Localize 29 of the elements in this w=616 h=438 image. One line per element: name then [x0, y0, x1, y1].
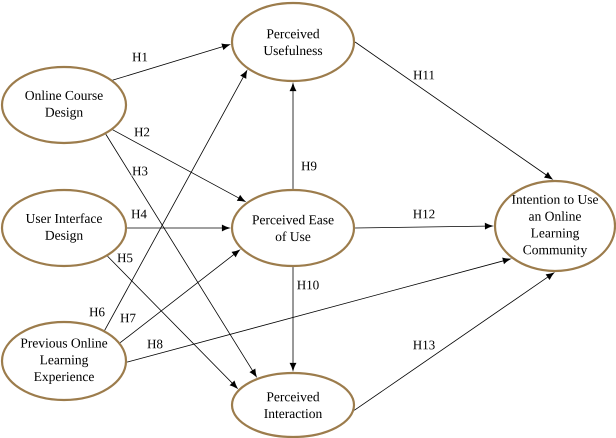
- edge-label: H12: [412, 209, 436, 219]
- arrow: [290, 266, 296, 371]
- ellipse-node: Online Course Design: [0, 66, 128, 144]
- edge-label: H2: [133, 127, 151, 137]
- ellipse-node: Perceived Usefulness: [230, 2, 356, 82]
- arrow: [104, 70, 248, 331]
- edge-label: H11: [412, 70, 436, 80]
- arrow: [107, 256, 238, 389]
- arrow: [126, 258, 511, 362]
- edge-label: H10: [296, 280, 320, 290]
- arrow: [105, 134, 257, 378]
- ellipse-node: Perceived Ease of Use: [230, 188, 356, 268]
- arrow: [112, 44, 230, 81]
- arrow: [354, 222, 493, 230]
- edge-label: H13: [412, 340, 436, 350]
- edge-label: H4: [130, 209, 148, 219]
- edge-label: H8: [146, 339, 164, 349]
- arrow: [120, 250, 240, 344]
- edge-label: H7: [119, 313, 137, 323]
- edge-label: H6: [88, 307, 106, 317]
- edge-label: H3: [131, 166, 149, 176]
- ellipse-node: Intention to Use an Online Learning Community: [494, 180, 616, 272]
- arrow: [290, 83, 296, 190]
- edge-label: H9: [300, 161, 318, 171]
- arrow: [354, 272, 554, 411]
- arrow: [126, 224, 230, 232]
- arrow: [112, 129, 246, 202]
- arrow: [354, 42, 552, 180]
- edge-label: H1: [131, 52, 149, 62]
